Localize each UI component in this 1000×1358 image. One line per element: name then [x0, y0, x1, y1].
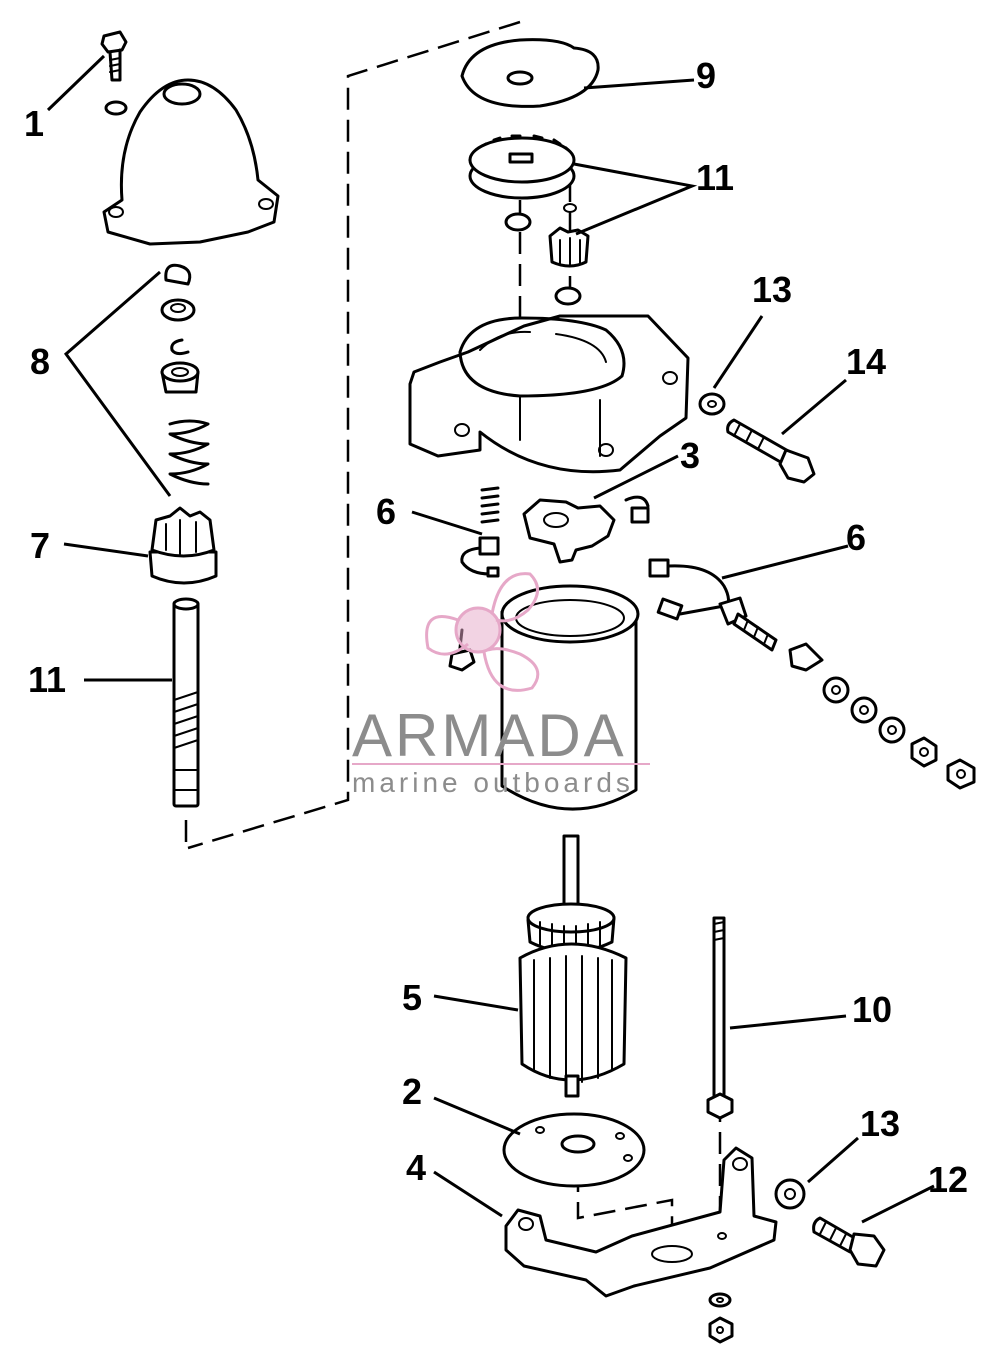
watermark-tagline: marine outboards: [352, 767, 634, 798]
callout-6-right: 6: [846, 517, 866, 558]
through-bolt-14: [726, 418, 816, 484]
callout-6-left: 6: [376, 491, 396, 532]
field-frame: [500, 584, 640, 811]
terminal-insulator: [788, 642, 824, 672]
bolt-part-1: [100, 30, 128, 82]
callout-1: 1: [24, 103, 44, 144]
drive-pinion-gear: [148, 506, 218, 585]
mounting-bolt-12: [812, 1216, 886, 1268]
mounting-bracket: [504, 1146, 778, 1298]
brush-left: [460, 536, 500, 578]
callout-13-upper: 13: [752, 269, 792, 310]
callout-9: 9: [696, 55, 716, 96]
propeller-logo-icon: [425, 572, 540, 692]
terminal-washer-3: [878, 716, 906, 744]
leader-lines: [46, 54, 935, 1224]
brush-right: [624, 495, 650, 524]
callout-11-shaft: 11: [28, 659, 66, 700]
cup-washer: [160, 298, 196, 322]
callout-5: 5: [402, 977, 422, 1018]
terminal-nut-2: [946, 758, 976, 790]
drive-end-cover: [102, 78, 280, 246]
lock-washer-13-lower: [774, 1178, 806, 1210]
brush-spring: [480, 486, 500, 524]
lock-washer-13: [698, 392, 726, 416]
upper-gear-housing: [408, 314, 690, 474]
terminal-nut-1: [910, 736, 938, 768]
callout-7: 7: [30, 525, 50, 566]
terminal-washer-2: [850, 696, 878, 724]
callout-2: 2: [402, 1071, 422, 1112]
retainer-clip: [164, 263, 192, 286]
terminal-washer-1: [822, 676, 850, 704]
callout-numbers: 1 9 11 13 8 14 3 6 6 7 11 5 10 2 13 4 12: [24, 55, 968, 1200]
callout-3: 3: [680, 435, 700, 476]
stop-nut: [160, 361, 200, 394]
gear-cover-plate: [460, 38, 600, 108]
callout-14: 14: [846, 341, 886, 382]
callout-8: 8: [30, 341, 50, 382]
terminal-lead-assembly: [648, 558, 778, 652]
thrust-washer: [504, 212, 532, 232]
watermark-brand-name: ARMADA: [352, 702, 627, 769]
pinion-shaft: [172, 597, 200, 808]
washer: [104, 100, 128, 116]
bracket-nut: [708, 1316, 734, 1344]
commutator-end-plate: [502, 1112, 646, 1188]
callout-12: 12: [928, 1159, 968, 1200]
small-washer: [563, 203, 577, 213]
brush-holder: [522, 498, 616, 564]
callout-4: 4: [406, 1147, 426, 1188]
armada-watermark: ARMADA marine outboards: [352, 572, 650, 798]
small-gear: [548, 226, 590, 268]
bracket-washer: [708, 1292, 732, 1308]
snap-ring: [170, 338, 190, 356]
callout-13-lower: 13: [860, 1103, 900, 1144]
callout-10: 10: [852, 989, 892, 1030]
anti-drift-spring: [168, 419, 210, 486]
armature: [518, 834, 628, 1098]
tie-rod: [706, 916, 734, 1120]
callout-11-gears: 11: [696, 157, 734, 198]
large-gear: [468, 134, 576, 200]
gear-washer: [554, 286, 582, 306]
